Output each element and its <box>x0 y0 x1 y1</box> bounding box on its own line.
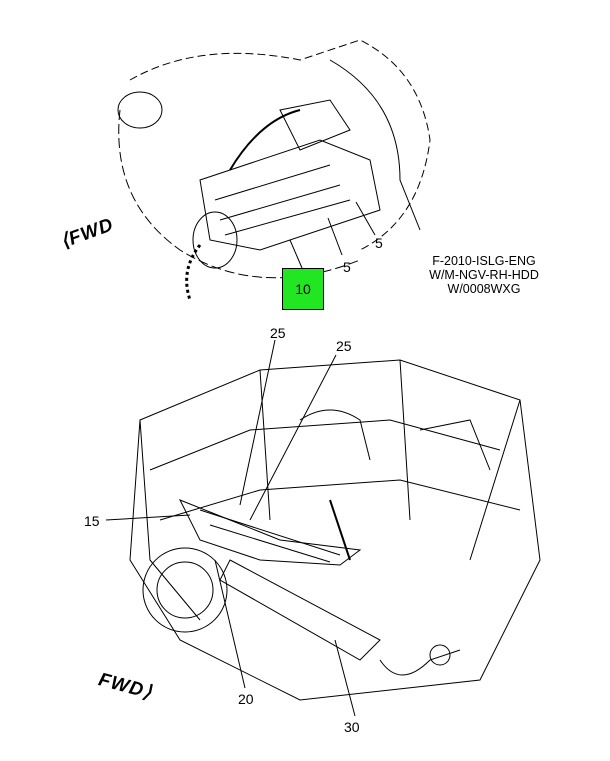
leader-line-10 <box>289 239 303 269</box>
note-line: W/0008WXG <box>447 282 521 296</box>
leader-line-25b <box>249 354 337 521</box>
leader-line-5b <box>355 201 376 236</box>
callout-10-highlighted[interactable]: 10 <box>282 268 324 310</box>
callout-20: 20 <box>238 691 254 707</box>
leader-line-15 <box>105 514 191 521</box>
starter-motor-drawing <box>117 39 431 301</box>
engine-block-drawing <box>129 359 541 701</box>
callout-25-b: 25 <box>336 338 352 354</box>
note-line: W/M-NGV-RH-HDD <box>429 268 539 282</box>
callout-10-label: 10 <box>295 281 311 297</box>
callout-25-a: 25 <box>270 325 286 341</box>
callout-5-b: 5 <box>343 259 351 275</box>
leader-line-20 <box>214 559 246 689</box>
callout-5-a: 5 <box>375 235 383 251</box>
callout-15: 15 <box>84 513 100 529</box>
applicability-note: F-2010-ISLG-ENG W/M-NGV-RH-HDD W/0008WXG <box>418 254 550 296</box>
leader-line-30 <box>334 639 356 717</box>
leader-line-25a <box>239 339 276 506</box>
callout-30: 30 <box>344 719 360 735</box>
leader-line-5a <box>327 217 343 256</box>
note-line: F-2010-ISLG-ENG <box>432 254 536 268</box>
